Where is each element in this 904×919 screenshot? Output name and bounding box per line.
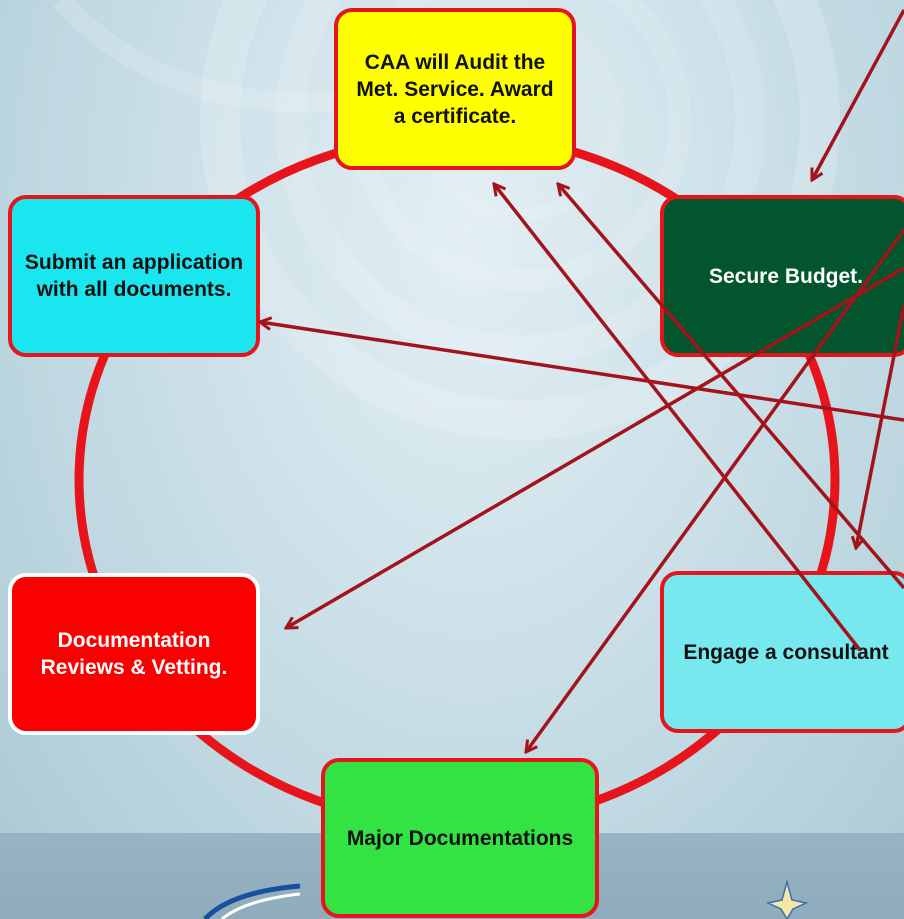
arrow-to-audit-right [558,184,904,590]
star-emblem-icon [765,879,809,919]
step-consultant-label: Engage a consultant [683,640,889,664]
step-major-label: Major Documentations [346,826,574,850]
step-audit-certificate: CAA will Audit the Met. Service. Award a… [334,8,576,170]
swirl-logo-icon [203,883,301,919]
arrow-to-major [526,228,904,752]
arrow-to-submit [260,322,904,422]
arrow-to-vetting [286,266,904,628]
step-major-documentations: Major Documentations [321,758,599,918]
step-documentation-vetting: Documentation Reviews & Vetting. [8,573,260,735]
step-budget-label: Secure Budget. [708,264,864,288]
step-vetting-label: Documentation Reviews & Vetting. [40,629,228,679]
step-submit-label: Submit an application with all documents… [24,251,244,301]
step-submit-application: Submit an application with all documents… [8,195,260,357]
arrow-to-audit-left [494,184,862,652]
arrow-to-budget [812,9,904,180]
step-audit-label: CAA will Audit the Met. Service. Award a… [356,50,554,128]
arrow-to-consultant [856,304,904,548]
step-secure-budget: Secure Budget. [660,195,904,357]
step-engage-consultant: Engage a consultant [660,571,904,733]
